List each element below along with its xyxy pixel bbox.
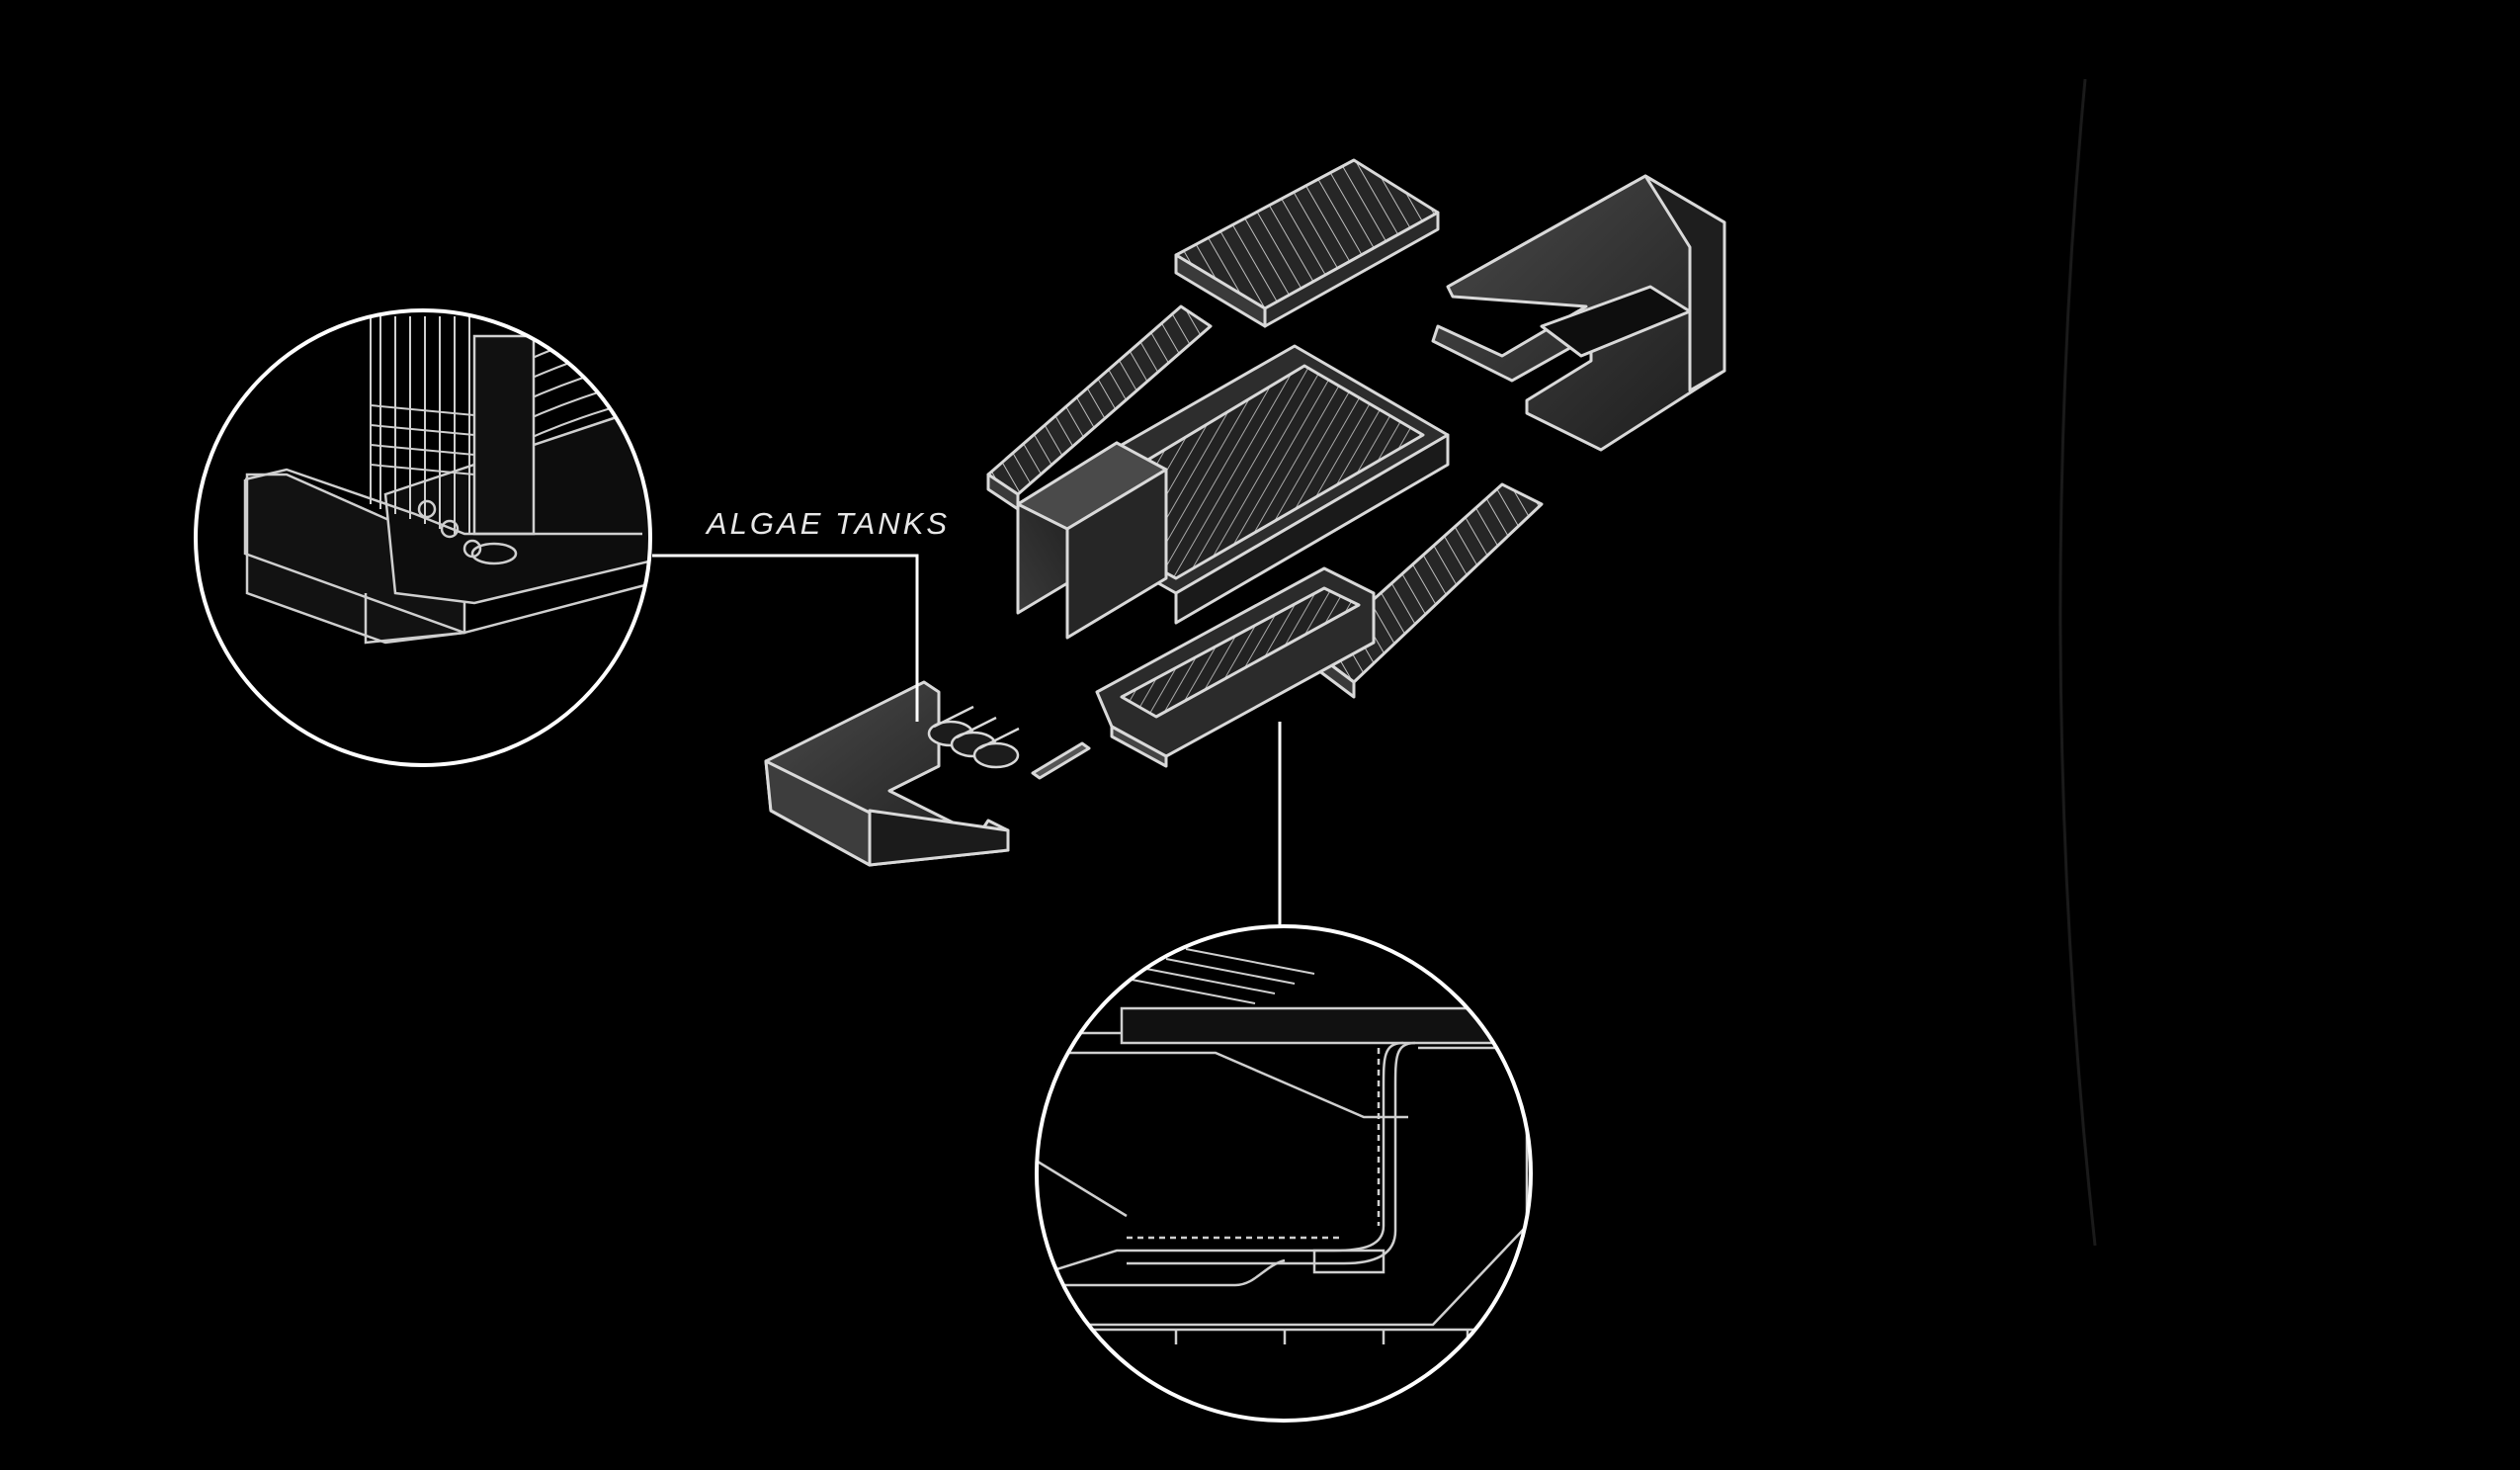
detail-circle-left-ring [194,308,652,767]
connector-bar [1031,741,1091,780]
detail-circle-right [1035,924,1533,1423]
callout-lines [652,554,1282,927]
algae-tanks-label: ALGAE TANKS [707,506,951,541]
algae-tanks [927,705,1020,769]
background-stroke [2058,78,2097,1247]
detail-circle-left [194,308,652,767]
algae-tanks-leader [652,554,919,722]
outer-shell-right [1431,174,1726,452]
base-platform [1095,566,1376,768]
detail-circle-right-ring [1035,924,1533,1423]
algae-tank-tray [764,680,1010,867]
central-core-module [1016,344,1450,640]
exploded-assembly [764,158,1726,867]
roof-louver-panel [1174,158,1440,328]
side-panel-left [986,304,1213,511]
